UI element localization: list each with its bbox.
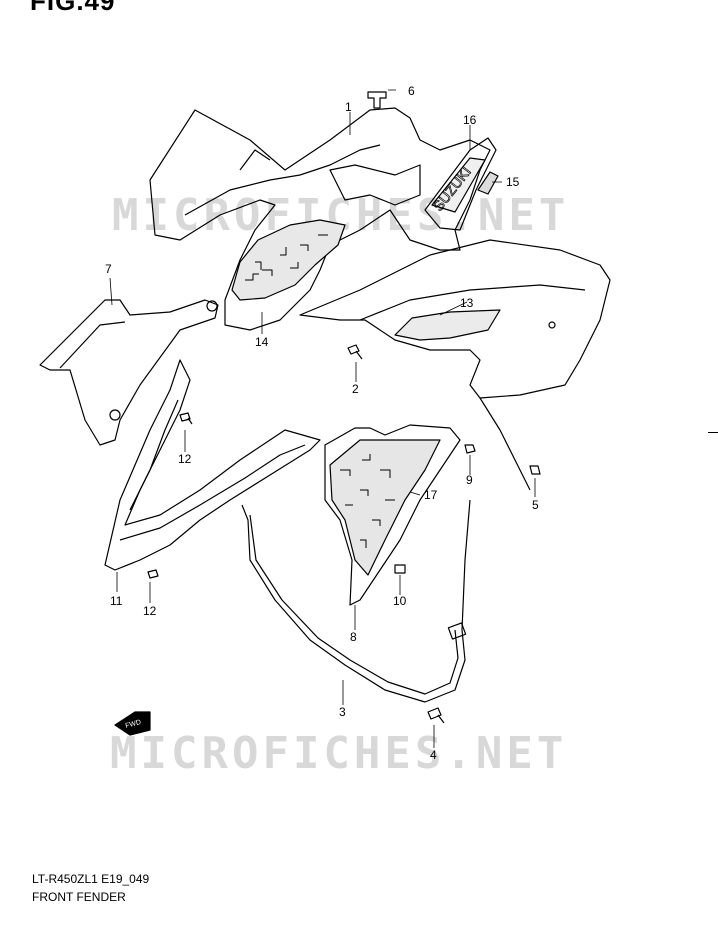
callout-10: 10 bbox=[393, 594, 407, 608]
diagram-caption: FRONT FENDER bbox=[32, 890, 126, 904]
decal-14-pattern bbox=[245, 234, 328, 281]
callout-15: 15 bbox=[506, 175, 520, 189]
callout-9: 9 bbox=[466, 473, 473, 487]
callout-1: 1 bbox=[345, 100, 352, 114]
bracket-inner-line bbox=[59, 321, 126, 369]
nut-10 bbox=[394, 564, 406, 574]
callout-12-upper: 12 bbox=[178, 452, 192, 466]
push-rivet-6 bbox=[367, 91, 387, 109]
callout-12-lower: 12 bbox=[143, 604, 157, 618]
decal-14 bbox=[231, 219, 346, 301]
fwd-arrow bbox=[114, 711, 151, 736]
callout-7: 7 bbox=[105, 262, 112, 276]
fender-cutout bbox=[329, 164, 421, 206]
figure-title: FIG.49 bbox=[30, 0, 116, 16]
callout-2: 2 bbox=[352, 382, 359, 396]
callout-4: 4 bbox=[430, 748, 437, 762]
decal-15 bbox=[477, 171, 499, 195]
left-fender-side-11 bbox=[104, 359, 321, 571]
callout-17: 17 bbox=[424, 488, 438, 502]
callout-13: 13 bbox=[460, 296, 474, 310]
bolt-4 bbox=[427, 707, 445, 724]
leader-lines bbox=[109, 89, 536, 748]
callout-5: 5 bbox=[532, 498, 539, 512]
decal-17 bbox=[329, 439, 441, 576]
fender-inner-line bbox=[239, 149, 271, 171]
decal-13 bbox=[394, 309, 501, 341]
fender-side-inner bbox=[119, 444, 306, 541]
bumper-bracket bbox=[447, 622, 467, 640]
bolt-2 bbox=[347, 344, 363, 360]
watermark-bottom: MICROFICHES.NET bbox=[110, 728, 568, 779]
nut-9 bbox=[464, 444, 476, 454]
callout-3: 3 bbox=[339, 705, 346, 719]
fwd-badge-text: FWD bbox=[125, 719, 142, 730]
page-edge-mark bbox=[708, 432, 718, 433]
decal-17-pattern bbox=[340, 454, 395, 548]
bumper-bar-inner bbox=[249, 514, 459, 695]
emblem-panel-16 bbox=[424, 137, 497, 231]
right-fender-13 bbox=[299, 239, 611, 399]
model-code: LT-R450ZL1 E19_049 bbox=[32, 872, 150, 886]
emblem-badge bbox=[431, 157, 486, 213]
bolt-12-upper bbox=[179, 412, 193, 425]
callout-6: 6 bbox=[408, 84, 415, 98]
fender-side-inner bbox=[129, 399, 179, 511]
fender-inner-line bbox=[184, 144, 381, 216]
callout-16: 16 bbox=[463, 113, 477, 127]
right-fender-tail bbox=[479, 397, 531, 491]
side-bracket-7 bbox=[39, 299, 219, 446]
bumper-bar-3 bbox=[241, 499, 471, 703]
nut-5 bbox=[529, 465, 541, 475]
bolt-12-lower bbox=[147, 569, 159, 579]
under-cover-8 bbox=[324, 424, 461, 606]
callout-8: 8 bbox=[350, 630, 357, 644]
right-fender-inner bbox=[359, 284, 586, 321]
callout-14: 14 bbox=[255, 335, 269, 349]
callout-11: 11 bbox=[110, 594, 123, 608]
front-fender-main bbox=[149, 107, 491, 331]
